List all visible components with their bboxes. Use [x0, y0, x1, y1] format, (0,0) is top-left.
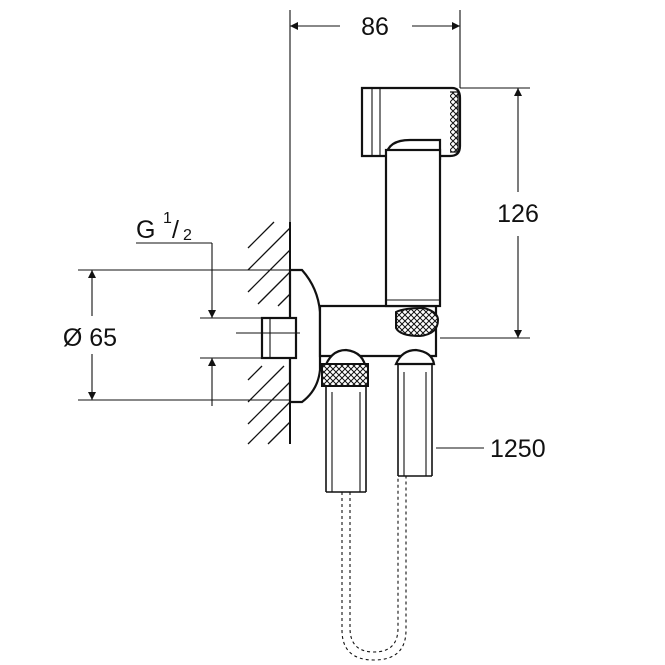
dimension-width-label: 86 — [361, 13, 389, 41]
thread-slash: / — [172, 216, 179, 244]
thread-numerator: 1 — [163, 210, 172, 227]
inlet-nipple — [260, 316, 298, 360]
knurled-holder — [395, 306, 440, 338]
dimension-height-label: 126 — [497, 200, 539, 228]
thread-prefix: G — [136, 216, 155, 244]
dimension-hose-length: 1250 — [436, 435, 546, 463]
hose — [325, 364, 433, 661]
knurled-nut-left — [321, 363, 369, 387]
thread-denominator: 2 — [183, 227, 192, 244]
dimension-width: 86 — [289, 10, 461, 222]
dimension-thread: G 1 / 2 — [136, 210, 300, 406]
dimension-height: 126 — [440, 87, 539, 339]
wall-flange — [288, 268, 322, 404]
hand-shower — [360, 86, 462, 338]
dimension-hose-length-label: 1250 — [490, 435, 546, 463]
spray-face — [450, 91, 459, 153]
dimension-diameter-label: Ø 65 — [63, 324, 117, 352]
dimension-diameter: Ø 65 — [63, 269, 290, 401]
